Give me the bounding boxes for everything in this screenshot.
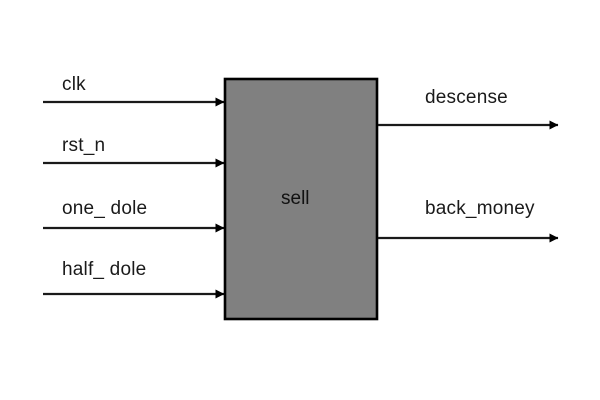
input-signal-lines — [43, 97, 225, 299]
input-label-rst_n: rst_n — [62, 135, 106, 156]
output-signal-lines — [378, 120, 559, 243]
module-block-sell — [223, 77, 379, 321]
output-label-descense: descense — [425, 87, 508, 108]
output-label-back_money: back_money — [425, 198, 535, 219]
module-block-label: sell — [281, 188, 310, 209]
module-block-rect — [223, 77, 379, 321]
input-label-one_dole: one_ dole — [62, 198, 148, 219]
input-label-half_dole: half_ dole — [62, 259, 147, 280]
input-label-clk: clk — [62, 74, 86, 95]
